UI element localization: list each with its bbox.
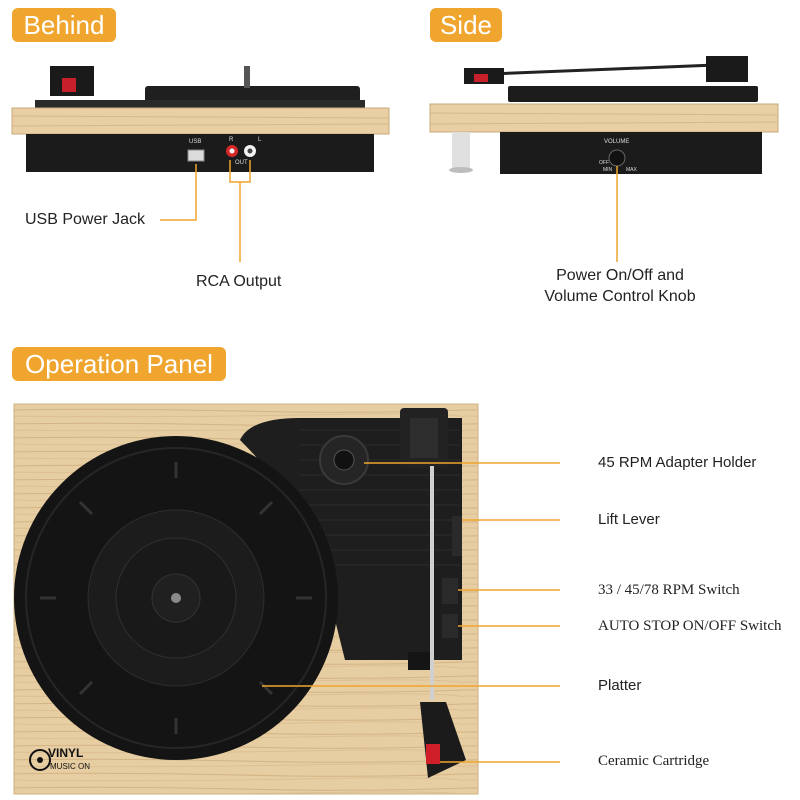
volume-min-label: MIN [603,167,613,173]
side-platter [508,86,758,102]
behind-section-title: Behind [23,9,105,40]
operation-panel-section-title: Operation Panel [25,348,213,379]
volume-label: VOLUME [604,139,630,145]
side-wood-band [429,103,779,133]
auto-stop-switch-callout: AUTO STOP ON/OFF Switch [598,618,782,634]
logo-text: VINYL [48,746,84,760]
usb-port-label: USB [189,139,202,145]
side-tonearm [489,62,741,76]
rca-output-callout: RCA Output [196,273,282,290]
rca-out-label: OUT [235,160,248,166]
rpm-switch [442,578,458,604]
vinyl-logo-icon [29,749,51,771]
volume-max-label: MAX [626,167,637,173]
power-volume-knob-callout: Power On/Off and Volume Control Knob [520,265,720,307]
behind-cartridge [62,78,76,92]
volume-off-label: OFF [599,160,609,166]
platter-spindle [171,593,181,603]
rca-l-label: L [258,137,262,143]
side-foot [452,132,470,170]
rca-r-label: R [229,137,234,143]
auto-stop-switch [442,614,458,638]
adapter-holder-callout: 45 RPM Adapter Holder [598,454,757,471]
side-counterweight [706,56,748,82]
tonearm-rest [408,652,430,670]
logo-subtext: MUSIC ON [50,762,90,771]
rpm-switch-callout: 33 / 45/78 RPM Switch [598,582,740,598]
power-volume-callout-line2: Volume Control Knob [544,288,696,305]
behind-wood-band [11,107,390,135]
ceramic-cartridge-callout: Ceramic Cartridge [598,753,710,769]
lift-lever-callout: Lift Lever [598,511,660,528]
tonearm-base-panel [240,418,462,660]
operation-panel-section-badge: Operation Panel [12,347,226,381]
side-section-title: Side [439,9,493,40]
lift-lever [452,516,462,556]
side-section-badge: Side [430,8,502,42]
usb-power-jack-callout: USB Power Jack [25,211,146,228]
behind-platter-top [145,86,360,104]
usb-port [187,149,205,162]
power-volume-callout-line1: Power On/Off and [556,267,684,284]
behind-section-badge: Behind [12,8,116,42]
behind-deck [35,100,365,108]
platter-callout: Platter [598,677,642,694]
behind-spindle [244,66,250,88]
side-black-base [500,132,762,174]
